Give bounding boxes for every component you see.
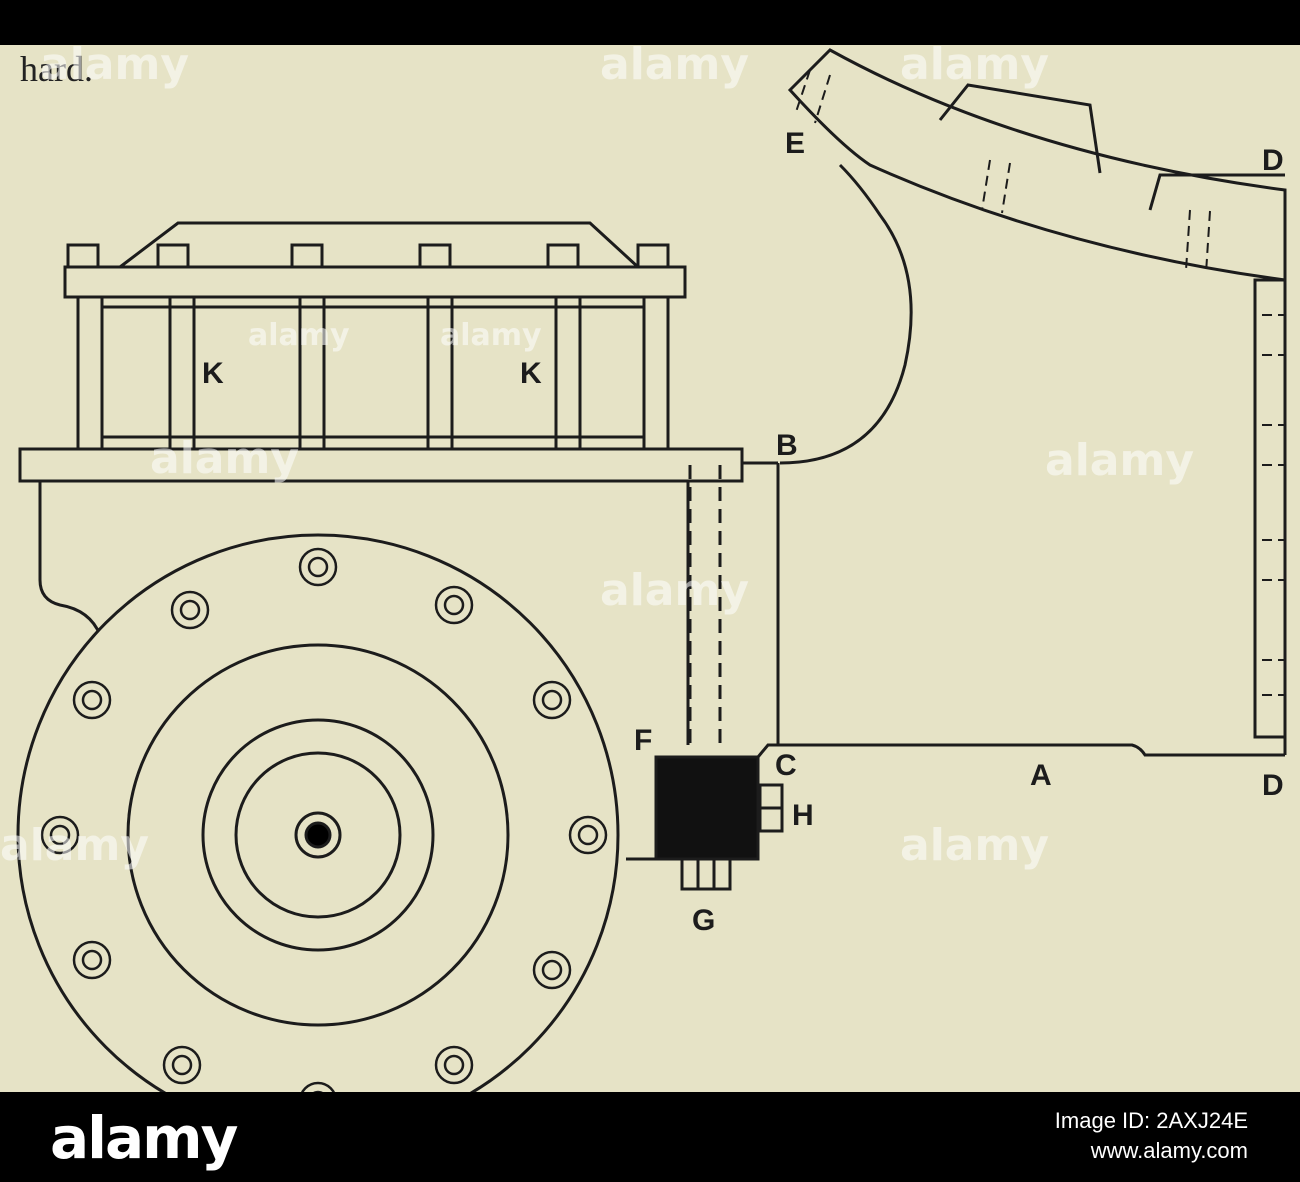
label-h: H [792,799,814,832]
label-a: A [1030,759,1052,792]
bottom-flange [18,447,744,483]
label-e: E [785,127,805,160]
label-b: B [776,429,798,462]
svg-text:alamy: alamy [40,39,189,90]
footer-bar: alamy Image ID: 2AXJ24E www.alamy.com [0,1092,1300,1182]
top-flange [63,265,687,299]
upper-bar [787,48,1287,282]
footer-info: Image ID: 2AXJ24E www.alamy.com [1055,1106,1248,1166]
label-d-bottom: D [1262,769,1284,802]
svg-text:alamy: alamy [440,318,542,353]
bolt-g [680,857,732,891]
label-g: G [692,904,715,937]
base-plate [768,743,1285,757]
footer-logo: alamy [50,1104,238,1172]
upright-dashes [1262,314,1285,696]
label-d-top: D [1262,144,1284,177]
outlet-curve [779,163,913,465]
bar-block-1 [938,83,1102,174]
label-c: C [775,749,797,782]
bracket-c [756,743,778,758]
disc-ring-2 [201,718,435,952]
svg-text:alamy: alamy [248,318,350,353]
top-text-fragment: hard. [20,49,93,89]
bar-dashes [794,69,1211,274]
dashed-bolt-hole [688,465,722,745]
site-url-text: www.alamy.com [1090,1138,1248,1163]
disc-shaft [304,821,332,849]
part-labels: E D K K B F C A D H G [202,127,1284,937]
image-id-text: Image ID: 2AXJ24E [1054,1108,1248,1133]
bar-block-2 [1148,173,1285,211]
svg-text:alamy: alamy [600,565,749,616]
svg-text:alamy: alamy [1045,435,1194,486]
top-bolt-heads [66,243,670,269]
svg-text:alamy: alamy [600,39,749,90]
disc-ring-3 [234,751,402,919]
svg-text:alamy: alamy [0,820,149,871]
housing-body [38,481,690,745]
disc-hub [294,811,342,859]
right-upright [1253,278,1287,739]
watermark-overlay: alamy alamy alamy alamy alamy alamy alam… [0,39,1194,871]
disc-ring-1 [126,643,510,1027]
svg-text:alamy: alamy [900,39,1049,90]
svg-text:alamy: alamy [150,433,299,484]
label-k-right: K [520,357,542,390]
block-f [654,755,760,861]
svg-text:alamy: alamy [900,820,1049,871]
label-f: F [634,724,652,757]
label-k-left: K [202,357,224,390]
